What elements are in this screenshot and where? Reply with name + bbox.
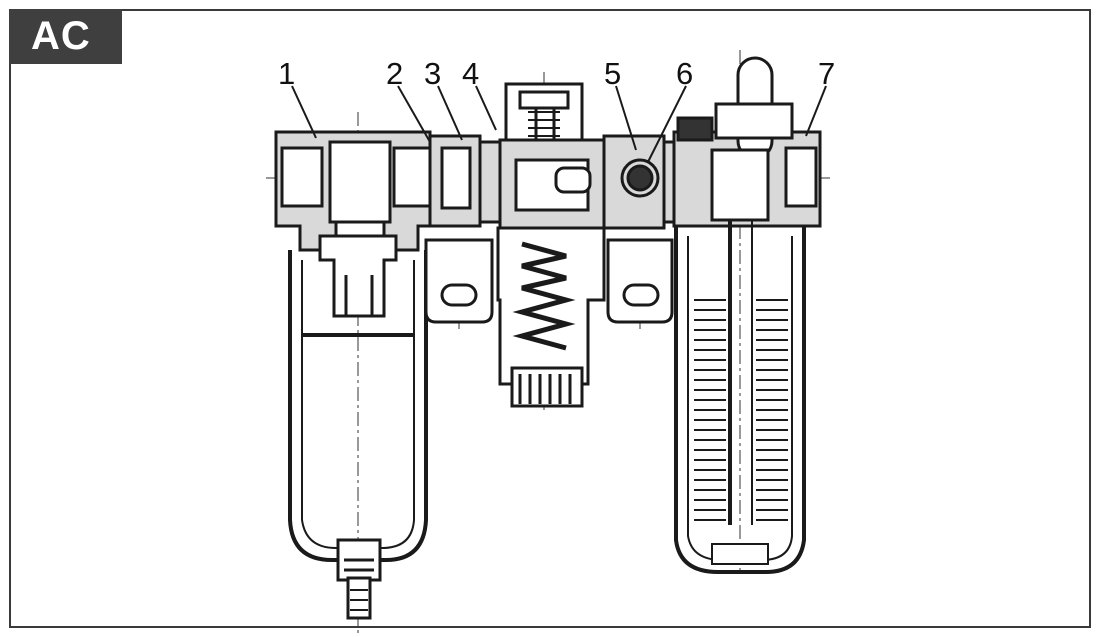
filter-drain-tip: [346, 576, 372, 620]
callout-1: 1: [278, 56, 295, 91]
filter-unit: [274, 130, 432, 620]
filter-center-bore: [328, 140, 392, 224]
lubricator-bowl: [674, 226, 806, 574]
leader-lines: [291, 85, 827, 163]
filter-inlet-port: [280, 146, 324, 208]
lubricator-unit: [672, 56, 822, 574]
connector-body-right: [602, 134, 696, 324]
callout-7: 7: [818, 56, 835, 91]
callout-5: 5: [604, 56, 621, 91]
connector-bracket-left: [424, 238, 494, 324]
callout-2: 2: [386, 56, 403, 91]
filter-outlet-port: [392, 146, 432, 208]
filter-element: [318, 234, 398, 318]
model-badge: AC: [9, 9, 122, 64]
regulator-unit: [496, 82, 606, 408]
connector-bracket-right: [606, 238, 674, 324]
callout-3: 3: [424, 56, 441, 91]
callout-6: 6: [676, 56, 693, 91]
lubricator-oil-level-lines: [694, 299, 788, 521]
gauge-port-ball: [626, 164, 654, 192]
regulator-spring: [512, 241, 576, 351]
regulator-valve-seat: [554, 166, 592, 194]
connector-body-left: [424, 134, 510, 324]
callout-4: 4: [462, 56, 479, 91]
